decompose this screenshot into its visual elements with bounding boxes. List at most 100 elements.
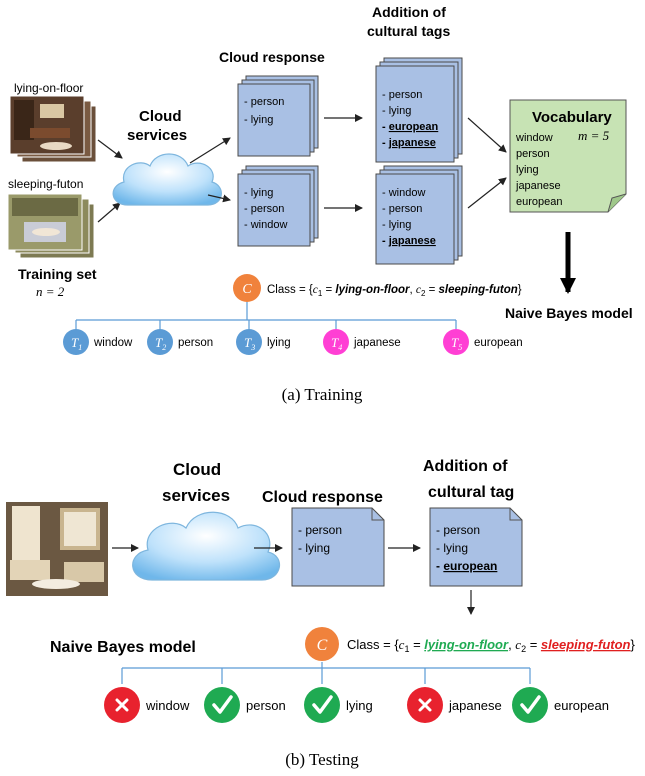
tag-node-1-label: window	[93, 337, 133, 349]
check-mark	[520, 695, 541, 714]
training-panel: lying-on-floor sleeping-futon Training s…	[7, 4, 633, 404]
class-node-testing	[305, 627, 339, 661]
cultural-tags-doc-1: - person - lying - european - japanese	[375, 57, 463, 163]
tag-node-1-sub: 1	[78, 343, 82, 352]
image2-label: sleeping-futon	[8, 177, 83, 191]
tag-node-4-label: japanese	[353, 337, 401, 349]
cloud-response-doc-2: - lying - person - window	[237, 165, 319, 247]
c2-value-training: sleeping-futon	[439, 284, 518, 296]
check-icon-european	[512, 687, 548, 723]
class-prefix-training: Class = {	[267, 284, 313, 296]
tag-node-1	[63, 329, 89, 355]
class-prefix-testing: Class = {	[347, 637, 399, 652]
class-equation-training: Class = {c1 = lying-on-floor, c2 = sleep…	[267, 284, 522, 298]
tags1-bold-1: - japanese	[382, 137, 436, 149]
check-mark	[312, 695, 333, 714]
tags1-bold-0-word: european	[389, 121, 439, 133]
check-icon-lying	[304, 687, 340, 723]
arrow-tags1-vocab	[467, 117, 507, 153]
tag-node-3-sub: 3	[250, 343, 255, 352]
c2-sub-testing: 2	[521, 644, 526, 654]
vocab-word-3: japanese	[515, 180, 561, 192]
c2-training: c	[416, 284, 421, 296]
class-suffix-testing: }	[630, 637, 635, 652]
cultural-tags-doc-2: - window - person - lying - japanese	[375, 165, 463, 265]
caption-training: (a) Training	[282, 385, 363, 404]
c1-value-training: lying-on-floor	[335, 284, 410, 296]
cloud-services-line2-testing: services	[162, 486, 230, 505]
c2-sub-training: 2	[421, 289, 426, 298]
result-label-japanese: japanese	[448, 698, 502, 713]
class-node-training-letter: C	[242, 282, 252, 297]
cloud-services-line1-testing: Cloud	[173, 460, 221, 479]
arrow-img1-cloud	[97, 139, 123, 159]
naive-bayes-label-training: Naive Bayes model	[505, 305, 633, 321]
naive-bayes-label-testing: Naive Bayes model	[50, 639, 196, 656]
c1-sub-testing: 1	[404, 644, 409, 654]
c1-training: c	[313, 284, 318, 296]
resp2-line-1: - person	[244, 203, 284, 215]
tag-node-5	[443, 329, 469, 355]
result-label-lying: lying	[346, 698, 373, 713]
resp2-line-0: - lying	[244, 187, 273, 199]
tags-testing-bold-0-word: european	[443, 559, 497, 573]
tags-testing-line-1: - lying	[436, 541, 468, 555]
vocab-word-2: lying	[516, 164, 539, 176]
cultural-tags-title-line2: cultural tags	[367, 23, 450, 39]
image1-label: lying-on-floor	[14, 81, 83, 95]
cross-mark	[115, 698, 129, 712]
tag-node-2-label: person	[178, 337, 213, 349]
cross-mark	[418, 698, 432, 712]
class-suffix-training: }	[518, 284, 522, 296]
check-icon-person	[204, 687, 240, 723]
tag-node-2-letter: T2	[155, 335, 166, 352]
vocab-word-4: european	[516, 196, 563, 208]
cloud-response-doc-1: - person - lying	[237, 75, 319, 157]
tag-node-3-letter: T3	[244, 335, 255, 352]
vocab-word-1: person	[516, 148, 550, 160]
resp2-line-2: - window	[244, 219, 287, 231]
tags2-line-0: - window	[382, 187, 425, 199]
cultural-tags-title-line1: Addition of	[372, 4, 446, 20]
tag-node-4	[323, 329, 349, 355]
tags2-bold-0: - japanese	[382, 235, 436, 247]
resp1-line-0: - person	[244, 96, 284, 108]
cloud-response-title-testing: Cloud response	[262, 489, 383, 506]
vocabulary-title: Vocabulary	[532, 109, 612, 126]
test-photo	[6, 502, 108, 596]
result-label-person: person	[246, 698, 286, 713]
tag-node-5-label: european	[474, 337, 523, 349]
c2-value-testing: sleeping-futon	[541, 637, 631, 652]
tags2-bold-0-word: japanese	[388, 235, 436, 247]
cultural-tags-doc-testing: - person - lying - european	[429, 507, 523, 587]
image-stack-lying-on-floor	[9, 95, 97, 163]
caption-testing: (b) Testing	[285, 750, 359, 769]
cultural-tag-title-line2: cultural tag	[428, 484, 514, 501]
c1-value-testing: lying-on-floor	[424, 637, 509, 652]
tag-node-4-letter: T4	[331, 335, 342, 352]
cloud-icon-testing	[132, 511, 280, 581]
check-mark	[212, 695, 233, 714]
tag-node-1-letter: T1	[71, 335, 82, 352]
tag-node-2	[147, 329, 173, 355]
result-label-european: european	[554, 698, 609, 713]
tags1-line-0: - person	[382, 89, 422, 101]
tag-node-3	[236, 329, 262, 355]
cloud-icon-training	[112, 153, 222, 206]
class-equation-testing: Class = {c1 = lying-on-floor, c2 = sleep…	[347, 637, 635, 654]
class-node-testing-letter: C	[317, 637, 328, 654]
tag-node-5-letter: T5	[451, 335, 462, 352]
c1-testing: c	[399, 637, 405, 652]
tag-node-4-sub: 4	[338, 343, 342, 352]
tag-node-5-sub: 5	[458, 343, 462, 352]
resp-testing-line-0: - person	[298, 523, 342, 537]
c2-testing: c	[515, 637, 521, 652]
cloud-response-title: Cloud response	[219, 49, 325, 65]
arrow-tags2-vocab	[467, 177, 507, 209]
training-set-label: Training set	[18, 266, 97, 282]
resp1-line-1: - lying	[244, 114, 273, 126]
vocab-word-0: window	[515, 132, 553, 144]
